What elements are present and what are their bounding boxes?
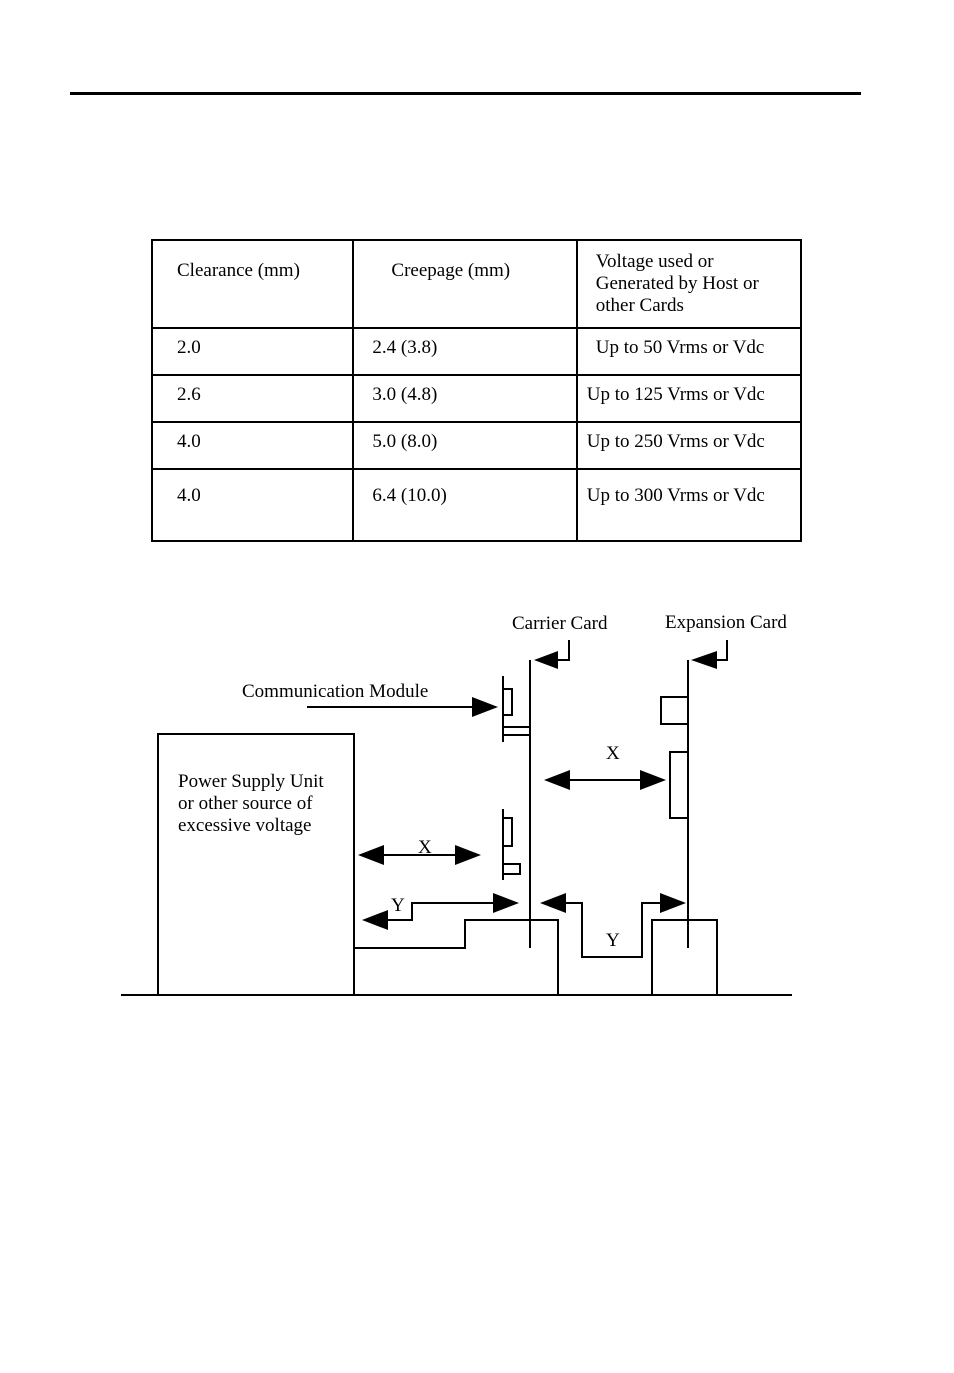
psu-label-line: Power Supply Unit — [178, 771, 324, 792]
psu-label-line: or other source of — [178, 793, 313, 814]
header-voltage-label: Voltage used or Generated by Host or oth… — [578, 241, 800, 317]
arrowhead — [534, 651, 558, 669]
voltage-cell: Up to 125 Vrms or Vdc — [586, 384, 765, 405]
table-row: 2.6 3.0 (4.8) Up to 125 Vrms or Vdc — [150, 374, 803, 423]
header-voltage-line: other Cards — [595, 295, 684, 316]
arrowhead — [455, 845, 481, 865]
psu-label-line: excessive voltage — [178, 815, 311, 836]
table-row: 4.0 6.4 (10.0) Up to 300 Vrms or Vdc — [150, 468, 803, 542]
clearance-cell: 2.0 — [177, 337, 201, 358]
clearance-cell: 4.0 — [177, 485, 201, 506]
arrowhead — [544, 770, 570, 790]
arrowhead — [362, 910, 388, 930]
comm-module-component — [502, 817, 513, 847]
x-label: X — [606, 743, 620, 764]
expansion-card-pointer — [714, 640, 728, 661]
header-clearance: Clearance (mm) — [150, 239, 355, 329]
arrowhead — [358, 845, 384, 865]
comm-module-component — [502, 863, 521, 875]
creepage-cell: 5.0 (8.0) — [372, 431, 438, 452]
creepage-cell: 6.4 (10.0) — [372, 485, 447, 506]
expansion-component — [660, 696, 689, 725]
voltage-cell: Up to 300 Vrms or Vdc — [586, 485, 765, 506]
header-voltage-line: Generated by Host or — [595, 273, 759, 294]
arrowhead — [640, 770, 666, 790]
header-creepage-label: Creepage (mm) — [391, 260, 511, 281]
power-supply-box — [157, 733, 355, 996]
expansion-mount-block — [651, 919, 718, 996]
voltage-cell: Up to 250 Vrms or Vdc — [586, 431, 765, 452]
x-label: X — [418, 837, 432, 858]
arrowhead — [493, 893, 519, 913]
table-header-row: Clearance (mm) Creepage (mm) Voltage use… — [150, 239, 803, 329]
arrowhead — [660, 893, 686, 913]
clearance-cell: 2.6 — [177, 384, 201, 405]
comm-module-component — [502, 688, 513, 716]
clearance-creepage-table: Clearance (mm) Creepage (mm) Voltage use… — [150, 239, 803, 542]
creepage-cell: 2.4 (3.8) — [372, 337, 438, 358]
expansion-component — [669, 751, 689, 819]
arrowhead — [691, 651, 717, 669]
communication-module-label: Communication Module — [242, 681, 428, 702]
table-row: 4.0 5.0 (8.0) Up to 250 Vrms or Vdc — [150, 421, 803, 470]
expansion-card-label: Expansion Card — [665, 612, 787, 633]
table-row: 2.0 2.4 (3.8) Up to 50 Vrms or Vdc — [150, 327, 803, 376]
y-label: Y — [606, 930, 620, 951]
voltage-cell: Up to 50 Vrms or Vdc — [595, 337, 765, 358]
arrowhead — [472, 697, 498, 717]
carrier-card-label: Carrier Card — [512, 613, 608, 634]
creepage-cell: 3.0 (4.8) — [372, 384, 438, 405]
y-label: Y — [391, 895, 405, 916]
carrier-mount-block — [354, 919, 559, 995]
arrowhead — [540, 893, 566, 913]
header-clearance-label: Clearance (mm) — [177, 260, 300, 281]
y-creepage-path — [565, 902, 662, 958]
clearance-cell: 4.0 — [177, 431, 201, 452]
header-voltage-line: Voltage used or — [595, 251, 714, 272]
carrier-card-pointer — [555, 640, 570, 661]
top-rule — [70, 92, 861, 95]
y-creepage-path — [385, 902, 495, 921]
header-creepage: Creepage (mm) — [352, 239, 578, 329]
header-voltage: Voltage used or Generated by Host or oth… — [575, 239, 803, 329]
